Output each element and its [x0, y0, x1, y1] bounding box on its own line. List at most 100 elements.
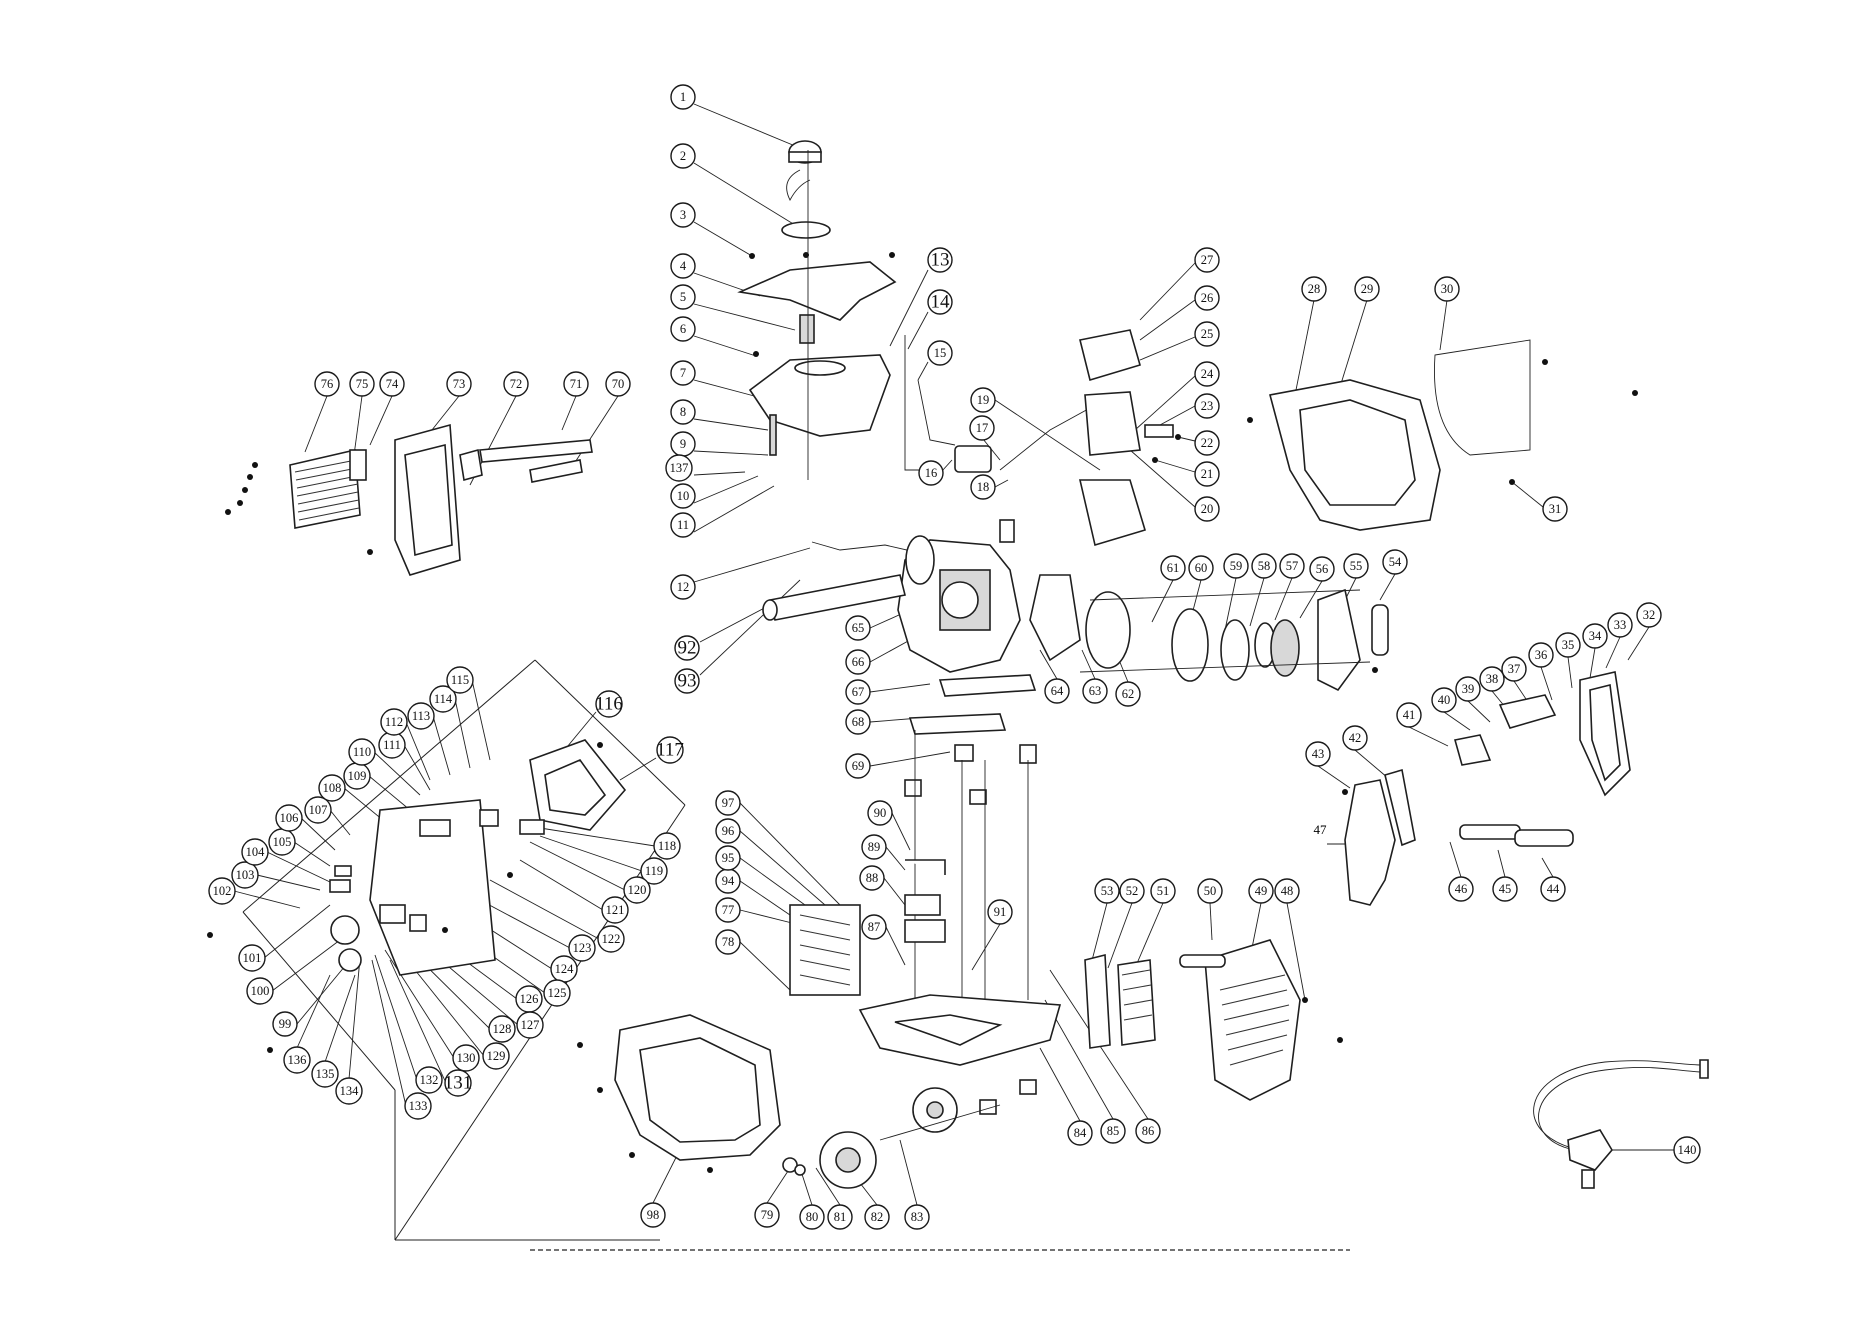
callout-bubble	[670, 143, 696, 169]
callout-bubble	[311, 1060, 339, 1088]
callout-bubble	[1194, 393, 1220, 419]
callout-number: 16	[925, 466, 938, 480]
callout-number: 92	[678, 638, 697, 659]
callout-bubble	[670, 84, 696, 110]
callout-60: 60	[1188, 555, 1214, 581]
callout-bubble	[1528, 642, 1554, 668]
callout-136: 136	[283, 1046, 311, 1074]
callout-number: 19	[977, 393, 990, 407]
callout-87: 87	[861, 914, 887, 940]
callout-120: 120	[623, 876, 651, 904]
callout-bubble	[1223, 553, 1249, 579]
callout-number: 72	[510, 377, 523, 391]
callout-bubble	[1274, 878, 1300, 904]
callout-bubble	[670, 360, 696, 386]
callout-36: 36	[1528, 642, 1554, 668]
callout-45: 45	[1492, 876, 1518, 902]
callout-number: 15	[934, 346, 947, 360]
callout-number: 135	[316, 1067, 335, 1081]
callout-bubble	[208, 877, 236, 905]
callout-71: 71	[563, 371, 589, 397]
callout-84: 84	[1067, 1120, 1093, 1146]
callout-bubble	[1135, 1118, 1161, 1144]
callout-35: 35	[1555, 632, 1581, 658]
callout-128: 128	[488, 1015, 516, 1043]
callout-bubble	[568, 934, 596, 962]
callout-number: 26	[1201, 291, 1214, 305]
callout-number: 120	[628, 883, 647, 897]
callout-number: 116	[595, 694, 623, 715]
callout-number: 66	[852, 655, 865, 669]
callout-bubble	[864, 1204, 890, 1230]
callout-number: 40	[1438, 693, 1451, 707]
callout-bubble	[1194, 285, 1220, 311]
callout-bubble	[1197, 878, 1223, 904]
callout-bubble	[1582, 623, 1608, 649]
alternator-stack	[1079, 588, 1389, 692]
callout-bubble	[241, 838, 269, 866]
callout-bubble	[304, 796, 332, 824]
callout-number: 35	[1562, 638, 1575, 652]
callout-bubble	[349, 371, 375, 397]
callout-bubble	[670, 253, 696, 279]
callout-number: 95	[722, 851, 735, 865]
callout-42: 42	[1342, 725, 1368, 751]
callout-bubble	[970, 474, 996, 500]
callout-number: 83	[911, 1210, 924, 1224]
callout-number: 78	[722, 935, 735, 949]
callout-49: 49	[1248, 878, 1274, 904]
callout-83: 83	[904, 1204, 930, 1230]
callout-116: 116	[595, 690, 623, 718]
callout-bubble	[1396, 702, 1422, 728]
callout-129: 129	[482, 1042, 510, 1070]
callout-number: 103	[236, 868, 255, 882]
callout-number: 5	[680, 290, 686, 304]
callout-127: 127	[516, 1011, 544, 1039]
callout-bubble	[503, 371, 529, 397]
callout-number: 115	[451, 673, 469, 687]
callout-39: 39	[1455, 676, 1481, 702]
callout-bubble	[1044, 678, 1070, 704]
callout-79: 79	[754, 1202, 780, 1228]
callout-bubble	[1501, 656, 1527, 682]
callout-64: 64	[1044, 678, 1070, 704]
callout-number: 124	[555, 962, 575, 976]
callout-bubble	[927, 247, 953, 273]
front-cover	[577, 1014, 781, 1173]
callout-number: 58	[1258, 559, 1271, 573]
callout-bubble	[1100, 1118, 1126, 1144]
callout-bubble	[674, 635, 700, 661]
right-side-cover	[1247, 339, 1638, 531]
callout-number: 43	[1312, 747, 1325, 761]
callout-111: 111	[378, 731, 406, 759]
callout-bubble	[482, 1042, 510, 1070]
callout-number: 54	[1389, 555, 1402, 569]
callout-number: 61	[1167, 561, 1180, 575]
callout-61: 61	[1160, 555, 1186, 581]
callout-number: 97	[722, 796, 735, 810]
callout-bubble	[1115, 681, 1141, 707]
callout-bubble	[452, 1044, 480, 1072]
callout-number: 27	[1201, 253, 1214, 267]
engine-mounts	[904, 674, 1037, 1000]
callout-number: 94	[722, 874, 735, 888]
callout-number: 69	[852, 759, 865, 773]
callout-107: 107	[304, 796, 332, 824]
callout-bubble	[715, 845, 741, 871]
callout-113: 113	[407, 702, 435, 730]
fuel-tank-assembly	[737, 140, 897, 480]
air-filter-assembly	[1078, 329, 1181, 547]
callout-74: 74	[379, 371, 405, 397]
callout-number: 123	[573, 941, 592, 955]
callout-63: 63	[1082, 678, 1108, 704]
callout-3: 3	[670, 202, 696, 228]
callout-number: 39	[1462, 682, 1475, 696]
callout-41: 41	[1396, 702, 1422, 728]
callout-27: 27	[1194, 247, 1220, 273]
callout-number: 73	[453, 377, 466, 391]
callout-number: 28	[1308, 282, 1321, 296]
callout-99: 99	[272, 1011, 298, 1037]
callout-number: 86	[1142, 1124, 1155, 1138]
callout-number: 45	[1499, 882, 1512, 896]
